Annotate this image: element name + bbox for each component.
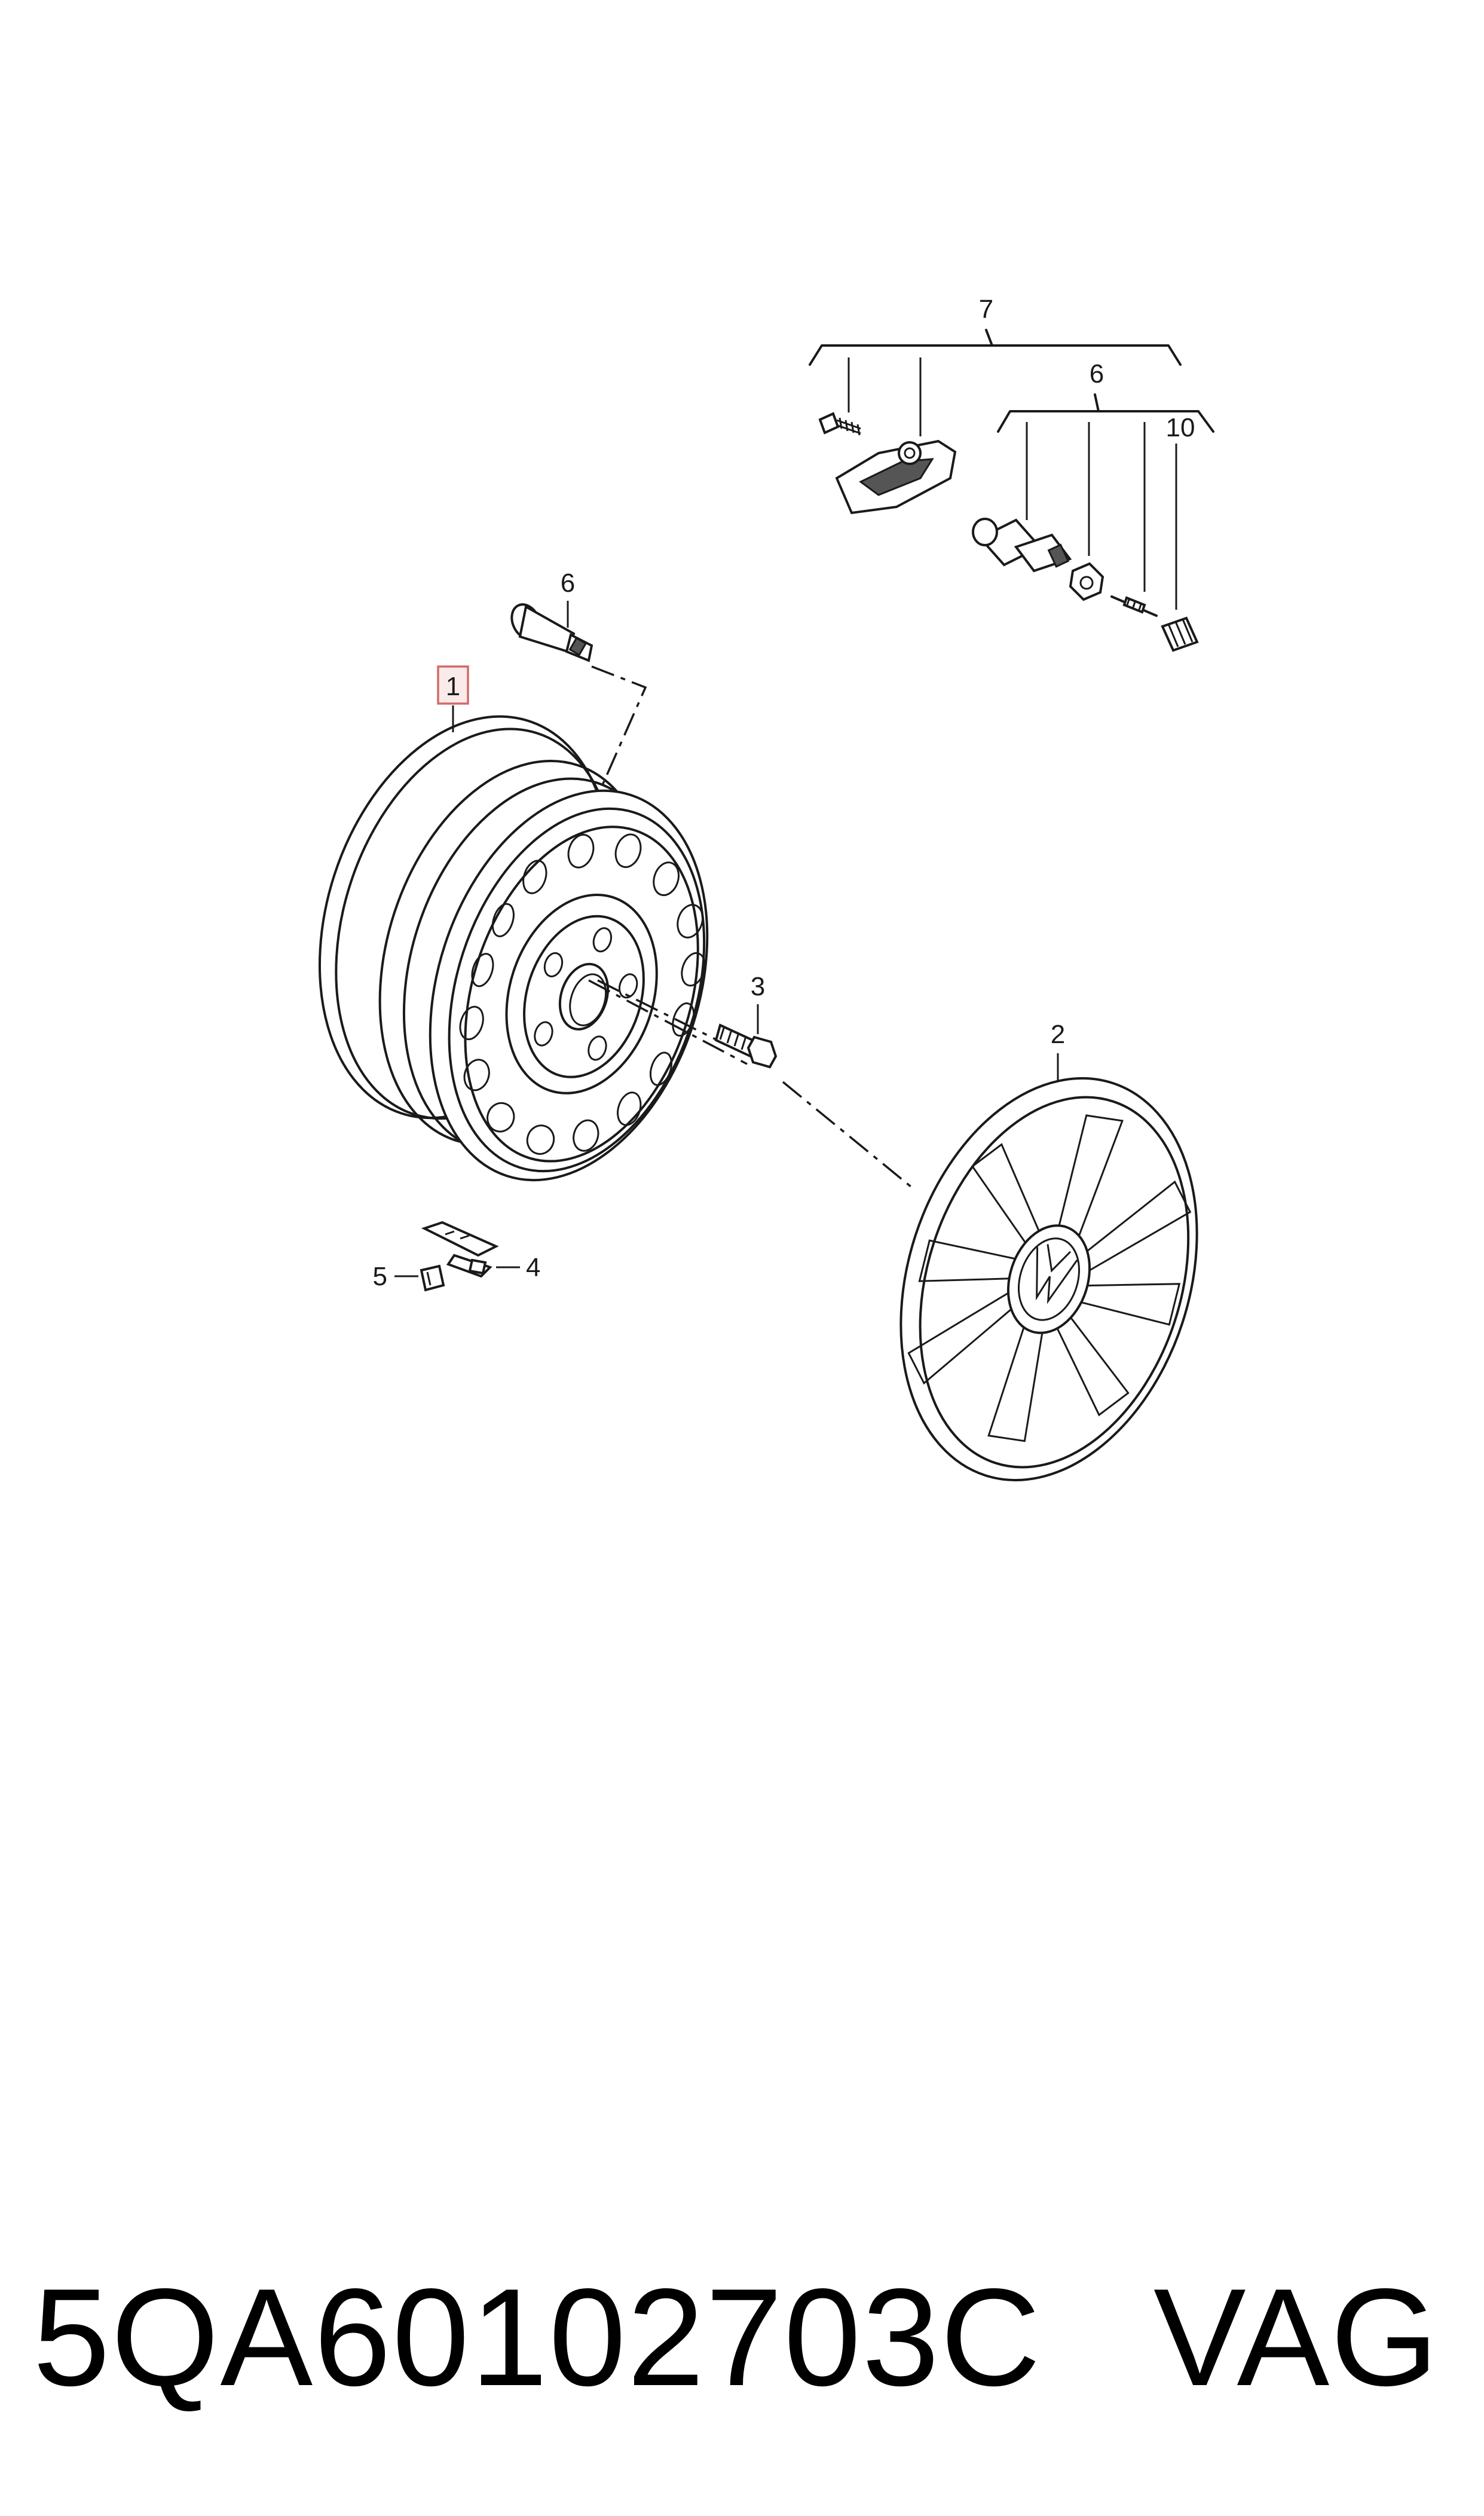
valve-nut-icon [1069, 562, 1104, 601]
wheel-bolt: 3 [714, 972, 778, 1069]
wheel-center-bore [558, 962, 610, 1031]
callout-4: 4 [526, 1253, 540, 1282]
callout-3: 3 [751, 972, 765, 1001]
part-number: 5QA60102703C [33, 2260, 1042, 2415]
valve-core-icon [1110, 595, 1158, 617]
wheel-bolt-holes [534, 927, 638, 1061]
callout-5: 5 [373, 1262, 387, 1291]
callout-1: 1 [446, 672, 460, 701]
valve-group: 6 10 [972, 359, 1214, 652]
callout-1-highlight [437, 665, 469, 705]
hubcap: 2 [899, 1020, 1198, 1482]
brand-name: VAG [1153, 2260, 1440, 2415]
bolt-axis-line [597, 979, 718, 1041]
callout-2: 2 [1051, 1020, 1065, 1049]
weight-block-icon [420, 1264, 445, 1292]
valve-stem-icon [972, 518, 1072, 573]
valve-standalone: 6 [510, 568, 647, 790]
bolt-icon [714, 1023, 778, 1069]
callout-10: 10 [1166, 413, 1195, 442]
tpms-group-bracket [809, 329, 1182, 366]
steel-wheel: 1 [318, 665, 709, 1182]
callout-6-group: 6 [1090, 359, 1104, 389]
callout-7: 7 [979, 295, 993, 324]
vw-logo-icon [1017, 1237, 1081, 1321]
wheel-weight-parts: 4 5 [373, 1221, 540, 1292]
valve-group-bracket [997, 393, 1214, 433]
callout-6: 6 [561, 568, 575, 598]
tpms-sensor-icon [835, 439, 957, 515]
weight-clip-icon [421, 1221, 499, 1278]
tpms-group: 7 [809, 295, 1182, 515]
hubcap-spokes [907, 1114, 1192, 1442]
valve-install-line [591, 665, 647, 790]
wheel-vent-holes [459, 833, 706, 1155]
valve-cap-icon [1161, 616, 1199, 652]
wheel-hub [505, 894, 658, 1095]
valve-icon [510, 603, 593, 662]
tpms-screw-icon [818, 412, 861, 436]
wheel-axis-line [588, 979, 916, 1191]
